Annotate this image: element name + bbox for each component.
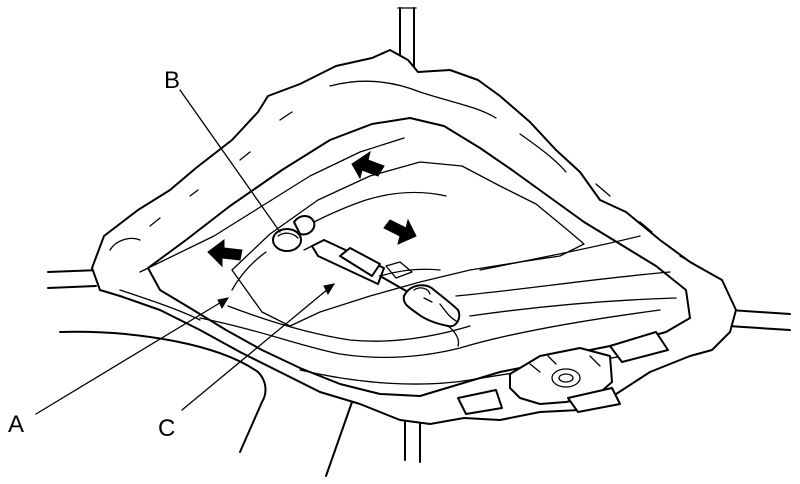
leader-lines bbox=[35, 89, 336, 415]
hand-icon bbox=[402, 284, 461, 347]
overhead-bracket bbox=[457, 331, 669, 415]
callout-c: C bbox=[158, 415, 175, 442]
arrow-up-left-icon bbox=[351, 150, 385, 180]
leader-a bbox=[35, 297, 229, 415]
trim-removal-tool bbox=[303, 239, 409, 293]
arrow-down-right-icon bbox=[383, 218, 417, 245]
leader-b bbox=[179, 89, 281, 233]
direction-arrows bbox=[207, 150, 417, 268]
leader-c bbox=[181, 283, 335, 411]
callout-b: B bbox=[164, 67, 180, 94]
arrow-left-icon bbox=[207, 239, 243, 268]
clip-b bbox=[231, 191, 447, 291]
headliner-contours bbox=[109, 80, 695, 385]
callout-a: A bbox=[8, 411, 24, 438]
sunroof-recess bbox=[231, 161, 585, 327]
